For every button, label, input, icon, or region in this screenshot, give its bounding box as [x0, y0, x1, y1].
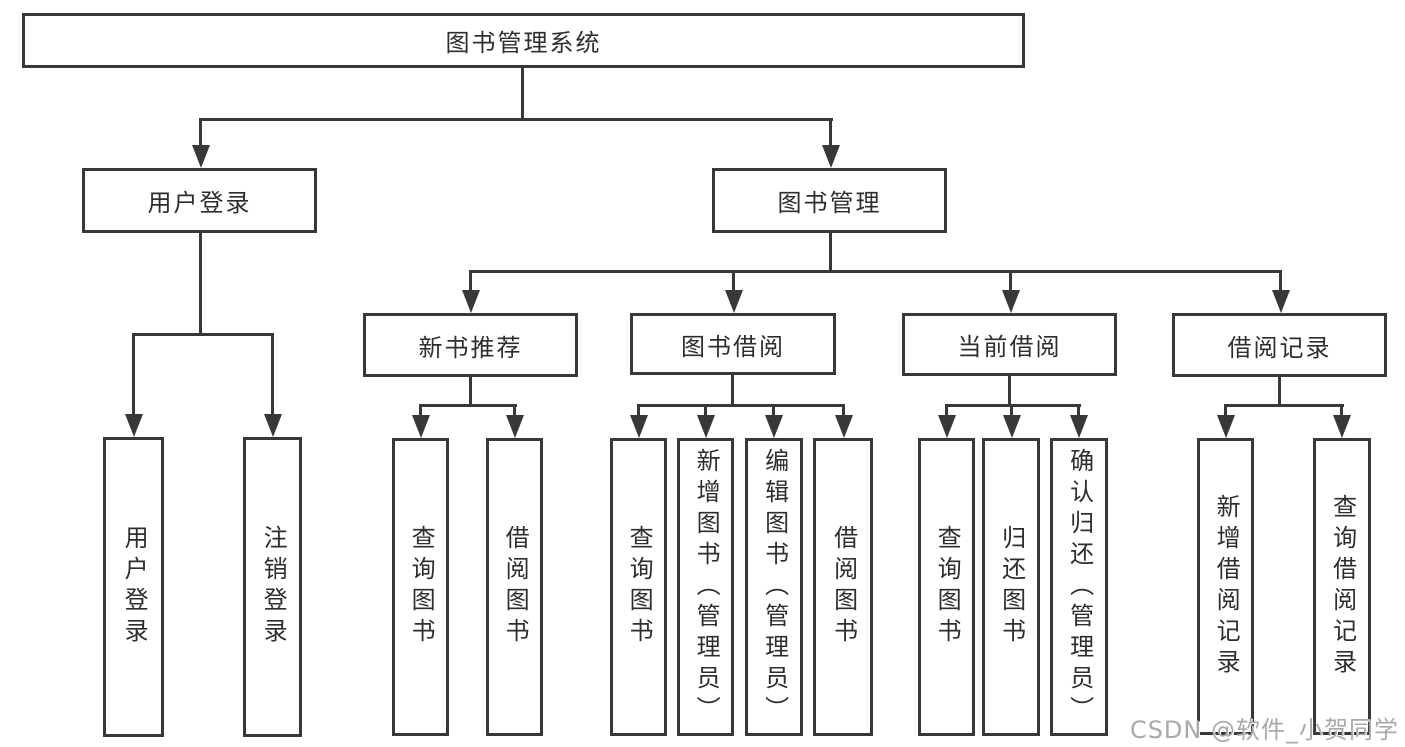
- connector-arrowhead: [822, 145, 840, 168]
- connector-line: [1008, 374, 1011, 407]
- node-label: 当前借阅: [957, 333, 1062, 361]
- connector-line: [1009, 270, 1012, 293]
- node-borrow-books-recommend: 借阅图书: [486, 438, 543, 736]
- connector-arrowhead: [1003, 415, 1021, 438]
- connector-line: [469, 270, 472, 293]
- connector-line: [637, 404, 640, 418]
- node-return-books: 归还图书: [982, 438, 1040, 736]
- connector-arrowhead: [462, 290, 480, 313]
- connector-arrowhead: [1272, 290, 1290, 313]
- connector-arrowhead: [1070, 415, 1088, 438]
- connector-line: [1224, 404, 1227, 418]
- connector-line: [829, 230, 832, 273]
- node-add-books-admin: 新增图书（管理员）: [677, 438, 734, 736]
- node-add-borrow-record: 新增借阅记录: [1197, 438, 1254, 735]
- node-label: 查询图书: [407, 525, 436, 649]
- connector-line: [1010, 404, 1013, 418]
- connector-arrowhead: [506, 415, 524, 438]
- connector-line: [1279, 270, 1282, 293]
- node-book-borrowing: 图书借阅: [630, 313, 836, 375]
- node-logout-login: 注销登录: [243, 437, 302, 737]
- connector-line: [521, 66, 524, 120]
- node-label: 新增图书（管理员）: [692, 447, 721, 727]
- connector-line: [1224, 404, 1344, 407]
- node-label: 用户登录: [120, 525, 149, 649]
- node-query-borrow-record: 查询借阅记录: [1313, 438, 1371, 735]
- connector-line: [945, 404, 948, 418]
- node-confirm-return-admin: 确认归还（管理员）: [1050, 438, 1108, 736]
- node-book-management: 图书管理: [712, 168, 947, 233]
- node-label: 新增借阅记录: [1212, 493, 1241, 680]
- connector-line: [419, 404, 422, 418]
- node-library-management-system: 图书管理系统: [22, 13, 1025, 68]
- connector-line: [829, 118, 832, 150]
- node-query-books-current: 查询图书: [918, 438, 975, 736]
- node-query-books-recommend: 查询图书: [392, 438, 449, 736]
- connector-line: [513, 404, 516, 418]
- connector-line: [772, 404, 775, 418]
- connector-line: [1278, 375, 1281, 407]
- connector-line: [132, 333, 274, 336]
- node-label: 确认归还（管理员）: [1065, 447, 1094, 727]
- node-borrowing-records: 借阅记录: [1172, 313, 1387, 377]
- connector-line: [469, 375, 472, 407]
- connector-arrowhead: [835, 415, 853, 438]
- connector-arrowhead: [1217, 415, 1235, 438]
- node-label: 查询借阅记录: [1328, 493, 1357, 680]
- connector-arrowhead: [1333, 415, 1351, 438]
- node-label: 借阅图书: [501, 525, 530, 649]
- node-new-book-recommendation: 新书推荐: [363, 313, 578, 377]
- node-query-books-borrowing: 查询图书: [610, 438, 667, 736]
- connector-line: [199, 118, 833, 121]
- node-label: 图书管理系统: [445, 29, 602, 57]
- connector-arrowhead: [412, 415, 430, 438]
- watermark: CSDN @软件_小贺同学: [1129, 716, 1399, 744]
- node-label: 借阅记录: [1227, 333, 1332, 362]
- node-label: 注销登录: [259, 525, 288, 649]
- connector-line: [945, 404, 1081, 407]
- connector-line: [199, 118, 202, 150]
- node-borrow-books-borrowing: 借阅图书: [813, 438, 873, 736]
- node-user-login-group: 用户登录: [82, 168, 317, 233]
- connector-arrowhead: [630, 415, 648, 438]
- connector-line: [637, 404, 845, 407]
- connector-line: [1077, 404, 1080, 418]
- node-label: 图书管理: [777, 189, 882, 217]
- connector-line: [271, 333, 274, 417]
- connector-line: [199, 230, 202, 336]
- node-user-login: 用户登录: [103, 437, 164, 737]
- connector-arrowhead: [725, 290, 743, 313]
- node-current-borrowing: 当前借阅: [902, 313, 1117, 376]
- connector-arrowhead: [125, 414, 143, 437]
- node-label: 查询图书: [625, 525, 654, 649]
- node-label: 用户登录: [147, 189, 252, 217]
- connector-arrowhead: [1002, 290, 1020, 313]
- connector-line: [842, 404, 845, 418]
- connector-arrowhead: [264, 414, 282, 437]
- connector-arrowhead: [765, 415, 783, 438]
- connector-line: [419, 404, 517, 407]
- node-label: 归还图书: [997, 525, 1026, 649]
- node-label: 新书推荐: [418, 333, 523, 362]
- connector-line: [132, 333, 135, 417]
- node-label: 查询图书: [933, 525, 962, 649]
- connector-line: [732, 270, 735, 293]
- node-label: 编辑图书（管理员）: [760, 447, 789, 727]
- connector-arrowhead: [192, 145, 210, 168]
- node-edit-books-admin: 编辑图书（管理员）: [745, 438, 803, 736]
- connector-line: [731, 373, 734, 407]
- node-label: 图书借阅: [681, 332, 785, 361]
- connector-arrowhead: [697, 415, 715, 438]
- connector-line: [1340, 404, 1343, 418]
- node-label: 借阅图书: [829, 525, 858, 649]
- connector-line: [469, 270, 1282, 273]
- connector-arrowhead: [938, 415, 956, 438]
- connector-line: [704, 404, 707, 418]
